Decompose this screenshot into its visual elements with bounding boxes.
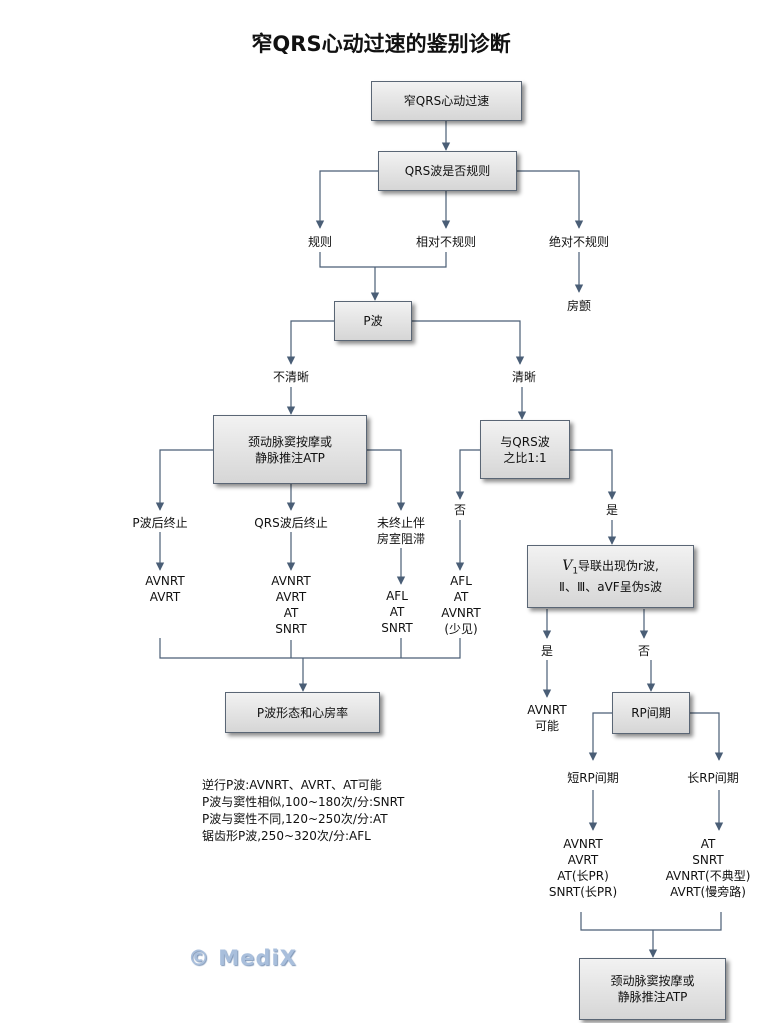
v1-lead-v: V <box>562 557 573 574</box>
ratio-box: 与QRS波 之比1:1 <box>480 420 570 479</box>
result-short-rp: AVNRT AVRT AT(长PR) SNRT(长PR) <box>538 836 628 900</box>
label-clear: 清晰 <box>511 370 536 384</box>
result-group-4-item: AVNRT <box>441 606 481 620</box>
result-long-rp-item: AVRT(慢旁路) <box>670 885 746 899</box>
ratio-box-line-1: 与QRS波 <box>500 434 550 449</box>
regularity-box: QRS波是否规则 <box>378 151 517 191</box>
result-avnrt-possible: AVNRT 可能 <box>517 702 577 734</box>
v1-criteria-box: V1导联出现伪r波, Ⅱ、Ⅲ、aVF呈伪s波 <box>527 545 694 608</box>
label-ratio-yes: 是 <box>605 503 618 517</box>
result-short-rp-item: AVNRT <box>563 837 603 851</box>
regularity-box-text: QRS波是否规则 <box>404 164 491 178</box>
result-short-rp-item: AVRT <box>567 853 599 867</box>
medix-watermark: © MediX <box>188 946 297 970</box>
rp-interval-box: RP间期 <box>612 692 690 734</box>
label-not-terminated-line-1: 未终止伴 <box>376 516 425 530</box>
label-short-rp: 短RP间期 <box>567 771 619 785</box>
v1-criteria-line-1: V1导联出现伪r波, <box>562 558 659 579</box>
result-group-4-item: (少见) <box>444 622 478 636</box>
result-group-2: AVNRT AVRT AT SNRT <box>251 573 331 637</box>
maneuver-box-2: 颈动脉窦按摩或 静脉推注ATP <box>579 958 726 1020</box>
maneuver-box-1-line-1: 颈动脉窦按摩或 <box>247 434 332 449</box>
label-p-after-termination: P波后终止 <box>132 516 188 530</box>
maneuver-box-2-line-1: 颈动脉窦按摩或 <box>610 974 695 988</box>
start-box: 窄QRS心动过速 <box>371 81 522 121</box>
label-ratio-no: 否 <box>453 503 466 517</box>
label-v1-no: 否 <box>637 644 650 658</box>
maneuver-box-1-line-2: 静脉推注ATP <box>255 450 325 465</box>
result-avnrt-possible-line-1: AVNRT <box>527 703 567 717</box>
start-box-text: 窄QRS心动过速 <box>403 94 490 108</box>
maneuver-box-1: 颈动脉窦按摩或 静脉推注ATP <box>213 415 367 484</box>
result-group-3-item: AFL <box>386 589 408 603</box>
result-short-rp-item: SNRT(长PR) <box>548 885 618 899</box>
v1-criteria-line-2: Ⅱ、Ⅲ、aVF呈伪s波 <box>559 580 662 595</box>
result-short-rp-item: AT(长PR) <box>557 869 609 883</box>
result-long-rp-item: SNRT <box>692 853 724 867</box>
note-line: P波与窦性不同,120~250次/分:AT <box>202 812 388 826</box>
p-morphology-box: P波形态和心房率 <box>225 692 380 733</box>
p-wave-box-text: P波 <box>363 314 383 328</box>
label-relatively-irregular: 相对不规则 <box>415 235 476 249</box>
result-group-4-item: AFL <box>450 574 472 588</box>
result-avnrt-possible-line-2: 可能 <box>534 719 559 733</box>
result-group-3: AFL AT SNRT <box>367 588 427 636</box>
label-af: 房颤 <box>566 299 591 313</box>
label-absolutely-irregular: 绝对不规则 <box>548 235 609 249</box>
result-group-1-item: AVNRT <box>145 574 185 588</box>
label-regular: 规则 <box>307 235 332 249</box>
p-wave-notes: 逆行P波:AVNRT、AVRT、AT可能 P波与窦性相似,100~180次/分:… <box>202 777 404 845</box>
result-group-4: AFL AT AVNRT (少见) <box>426 573 496 637</box>
label-not-terminated-line-2: 房室阻滞 <box>376 532 425 546</box>
note-line: 锯齿形P波,250~320次/分:AFL <box>202 829 371 843</box>
result-group-1: AVNRT AVRT <box>125 573 205 605</box>
result-group-2-item: AT <box>283 606 299 620</box>
rp-interval-box-text: RP间期 <box>631 706 671 720</box>
label-v1-yes: 是 <box>540 644 553 658</box>
result-group-3-item: AT <box>389 605 405 619</box>
result-long-rp: AT SNRT AVNRT(不典型) AVRT(慢旁路) <box>655 836 761 900</box>
result-group-2-item: AVRT <box>275 590 307 604</box>
label-unclear: 不清晰 <box>272 370 309 384</box>
label-long-rp: 长RP间期 <box>687 771 739 785</box>
ratio-box-line-2: 之比1:1 <box>503 450 547 465</box>
p-morphology-box-text: P波形态和心房率 <box>256 705 349 720</box>
result-group-2-item: AVNRT <box>271 574 311 588</box>
result-group-4-item: AT <box>453 590 469 604</box>
label-qrs-after-termination: QRS波后终止 <box>254 516 328 530</box>
v1-lead-sub: 1 <box>572 566 579 577</box>
note-line: P波与窦性相似,100~180次/分:SNRT <box>202 795 405 809</box>
result-long-rp-item: AVNRT(不典型) <box>665 869 751 883</box>
label-not-terminated: 未终止伴 房室阻滞 <box>356 515 446 547</box>
v1-line-1-text: 导联出现伪r波, <box>578 558 659 573</box>
result-group-2-item: SNRT <box>275 622 307 636</box>
result-group-1-item: AVRT <box>149 590 181 604</box>
maneuver-box-2-line-2: 静脉推注ATP <box>617 990 688 1004</box>
diagram-title: 窄QRS心动过速的鉴别诊断 <box>251 32 511 56</box>
result-long-rp-item: AT <box>700 837 716 851</box>
note-line: 逆行P波:AVNRT、AVRT、AT可能 <box>202 778 382 792</box>
p-wave-box: P波 <box>334 301 412 341</box>
result-group-3-item: SNRT <box>381 621 413 635</box>
